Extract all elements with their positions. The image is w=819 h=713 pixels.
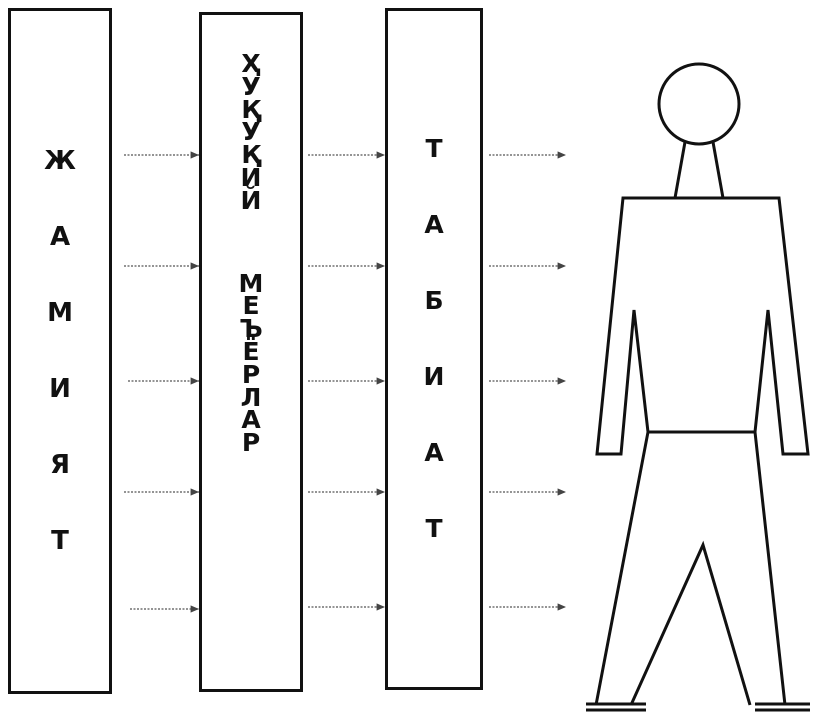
arrows-norms-to-nature — [308, 155, 385, 607]
figure-head — [659, 64, 739, 144]
human-figure — [586, 64, 810, 710]
figure-torso — [597, 198, 808, 454]
arrows-nature-to-figure — [489, 155, 566, 607]
figure-shoe-left — [586, 704, 646, 710]
figure-legs — [596, 432, 785, 705]
figure-neck — [675, 142, 723, 198]
arrows-society-to-norms — [124, 155, 199, 609]
figure-shoe-right — [755, 704, 810, 710]
